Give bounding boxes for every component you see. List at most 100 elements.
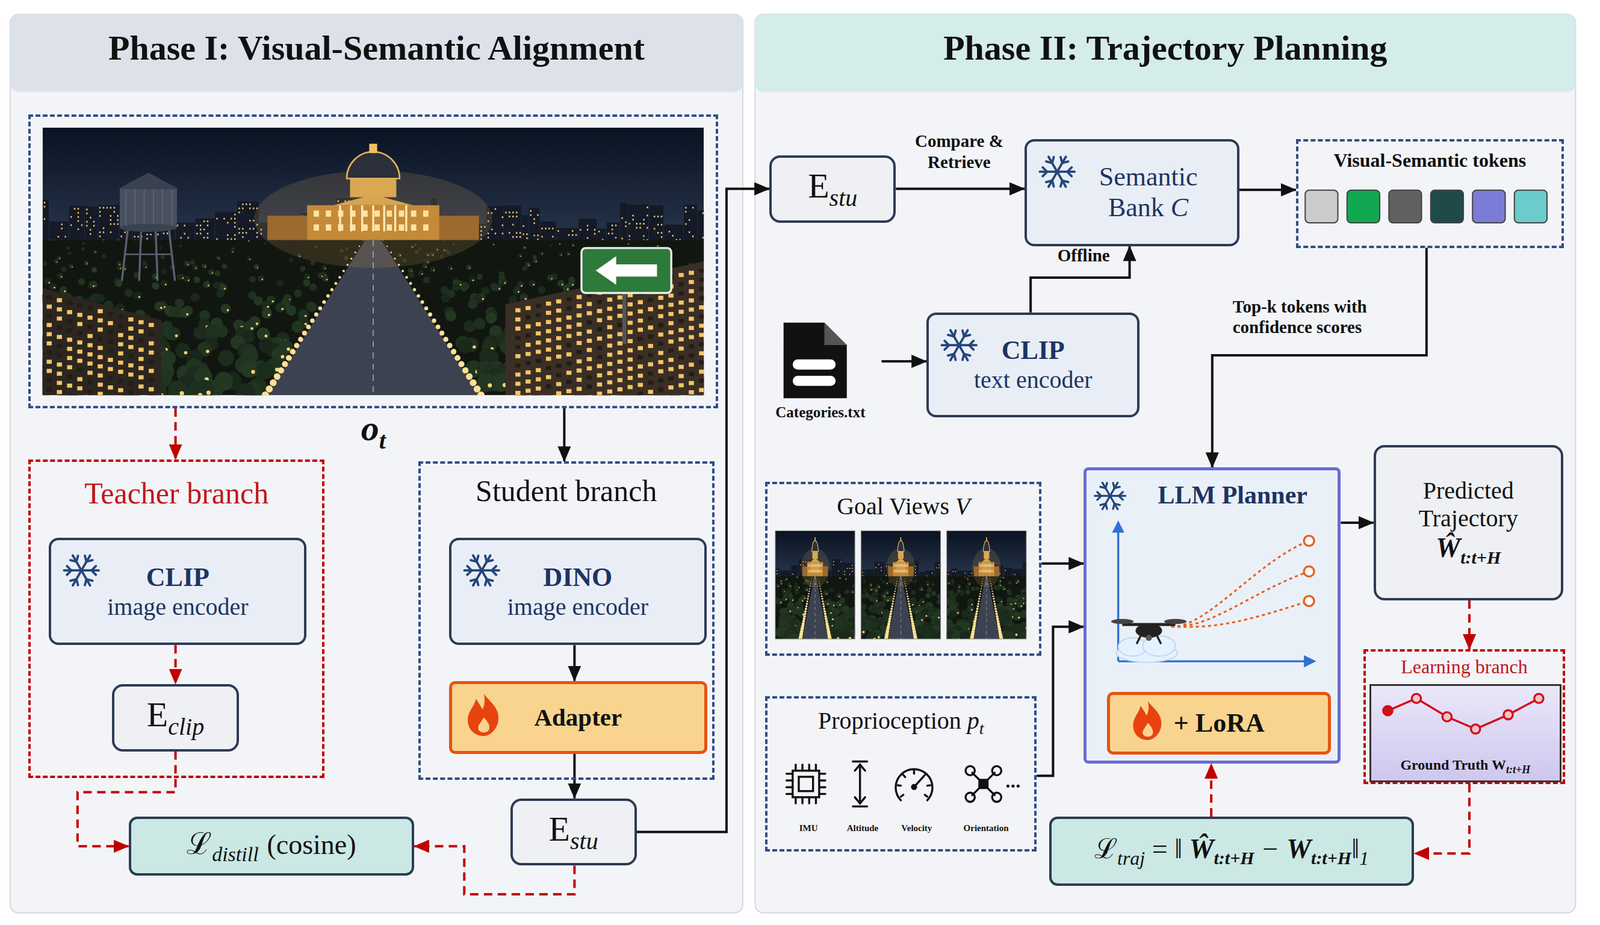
graphic-part <box>476 273 484 280</box>
graphic-part <box>658 323 664 328</box>
graphic-part <box>139 365 144 371</box>
graphic-part <box>273 373 281 380</box>
graphic-part <box>42 261 48 267</box>
graphic-part <box>476 555 479 562</box>
graphic-part <box>798 586 800 589</box>
graphic-part <box>57 380 63 385</box>
graphic-part <box>255 322 259 325</box>
graphic-part <box>88 281 96 289</box>
graphic-part <box>342 269 345 273</box>
graphic-part <box>87 370 93 375</box>
graphic-part <box>281 354 285 359</box>
graphic-part <box>597 354 602 359</box>
graphic-part <box>46 350 52 355</box>
graphic-part <box>481 569 500 572</box>
text-line: image encoder <box>107 592 249 621</box>
graphic-part <box>515 231 518 234</box>
graphic-part <box>515 362 521 368</box>
graphic-part <box>46 341 52 346</box>
graphic-part <box>420 299 425 304</box>
graphic-part <box>160 306 163 309</box>
graphic-part <box>462 367 469 374</box>
graphic-part <box>86 208 88 211</box>
graphic-part <box>256 361 274 380</box>
graphic-part <box>59 257 61 259</box>
graphic-part <box>175 334 179 338</box>
graphic-part <box>580 228 582 231</box>
graphic-part <box>679 355 684 360</box>
graphic-part <box>607 325 613 330</box>
graphic-part <box>597 345 602 350</box>
graphic-part <box>679 346 684 351</box>
graphic-part <box>139 347 144 352</box>
graphic-part <box>535 367 541 373</box>
graphic-part <box>533 234 536 236</box>
graphic-part <box>67 310 73 315</box>
graphic-part <box>133 291 143 300</box>
graphic-part <box>792 359 836 370</box>
graphic-part <box>1060 179 1063 187</box>
illustration <box>28 114 719 409</box>
graphic-part <box>611 228 613 231</box>
embedding-box: Estu <box>510 798 637 866</box>
graphic-part <box>66 246 70 250</box>
graphic-part <box>412 287 416 291</box>
graphic-part <box>776 598 783 605</box>
graphic-part <box>294 342 300 348</box>
graphic-part <box>291 320 304 333</box>
graphic-part <box>57 316 63 321</box>
graphic-part <box>64 569 82 572</box>
graphic-part <box>488 382 493 388</box>
graphic-part <box>57 334 63 339</box>
graphic-part <box>118 341 124 347</box>
graphic-part <box>647 206 649 209</box>
graphic-part <box>502 216 504 218</box>
graphic-part <box>161 268 168 275</box>
graphic-part <box>254 170 493 268</box>
graphic-part <box>515 372 521 377</box>
graphic-part <box>83 241 86 245</box>
graphic-part <box>46 304 52 309</box>
graphic-part <box>617 294 623 300</box>
graphic-part <box>182 276 184 279</box>
graphic-part <box>658 378 664 383</box>
graphic-part <box>699 350 705 356</box>
graphic-part <box>70 579 77 581</box>
graphic-part <box>685 210 687 213</box>
graphic-part <box>439 330 445 336</box>
graphic-part <box>556 344 562 350</box>
graphic-part <box>688 231 690 233</box>
graphic-part <box>314 223 320 230</box>
graphic-part <box>411 223 417 230</box>
graphic-part <box>617 341 623 346</box>
graphic-part <box>326 293 330 298</box>
graphic-part <box>252 227 255 230</box>
graphic-part <box>668 329 674 335</box>
graphic-part <box>125 189 128 228</box>
graphic-part <box>81 223 83 226</box>
graphic-part <box>98 345 103 350</box>
flow-arrow <box>1239 188 1297 191</box>
graphic-part <box>120 267 122 270</box>
graphic-part <box>249 275 256 283</box>
graphic-part <box>102 254 107 259</box>
graphic-part <box>561 254 563 256</box>
graphic-part <box>234 238 236 241</box>
graphic-part <box>220 303 232 314</box>
graphic-part <box>515 344 521 350</box>
graphic-part <box>839 595 841 598</box>
graphic-part <box>272 300 274 303</box>
graphic-part <box>515 353 521 359</box>
label-text: Adapter <box>533 703 622 731</box>
graphic-part <box>118 332 124 338</box>
graphic-part <box>87 333 93 338</box>
graphic-part <box>783 578 787 581</box>
graphic-part <box>108 320 114 326</box>
graphic-part <box>699 323 705 328</box>
graphic-part <box>278 367 285 374</box>
graphic-part <box>551 278 553 280</box>
graphic-part <box>95 251 97 253</box>
graphic-part <box>450 267 453 270</box>
graphic-part <box>625 225 627 227</box>
graphic-part <box>679 328 684 333</box>
